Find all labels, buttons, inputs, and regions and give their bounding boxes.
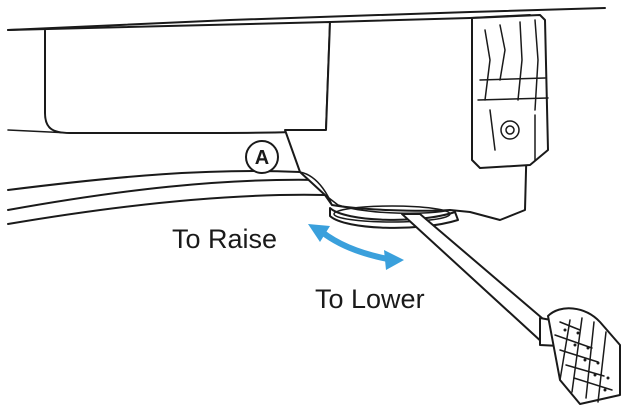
lower-label: To Lower xyxy=(315,284,425,314)
mounting-bracket xyxy=(471,14,549,169)
screwdriver-icon xyxy=(401,213,621,405)
bumper-trim-lines xyxy=(7,169,326,225)
headlamp-housing xyxy=(284,14,531,221)
callout-a-circle xyxy=(245,140,279,174)
callout-a: A xyxy=(245,140,279,174)
panel-top-edge xyxy=(7,7,606,31)
bracket-bolt-icon xyxy=(500,120,520,140)
callout-a-label: A xyxy=(255,147,269,169)
double-headed-curved-arrow-icon xyxy=(308,224,404,270)
upper-body-panel xyxy=(7,21,331,134)
raise-label: To Raise xyxy=(172,224,277,254)
